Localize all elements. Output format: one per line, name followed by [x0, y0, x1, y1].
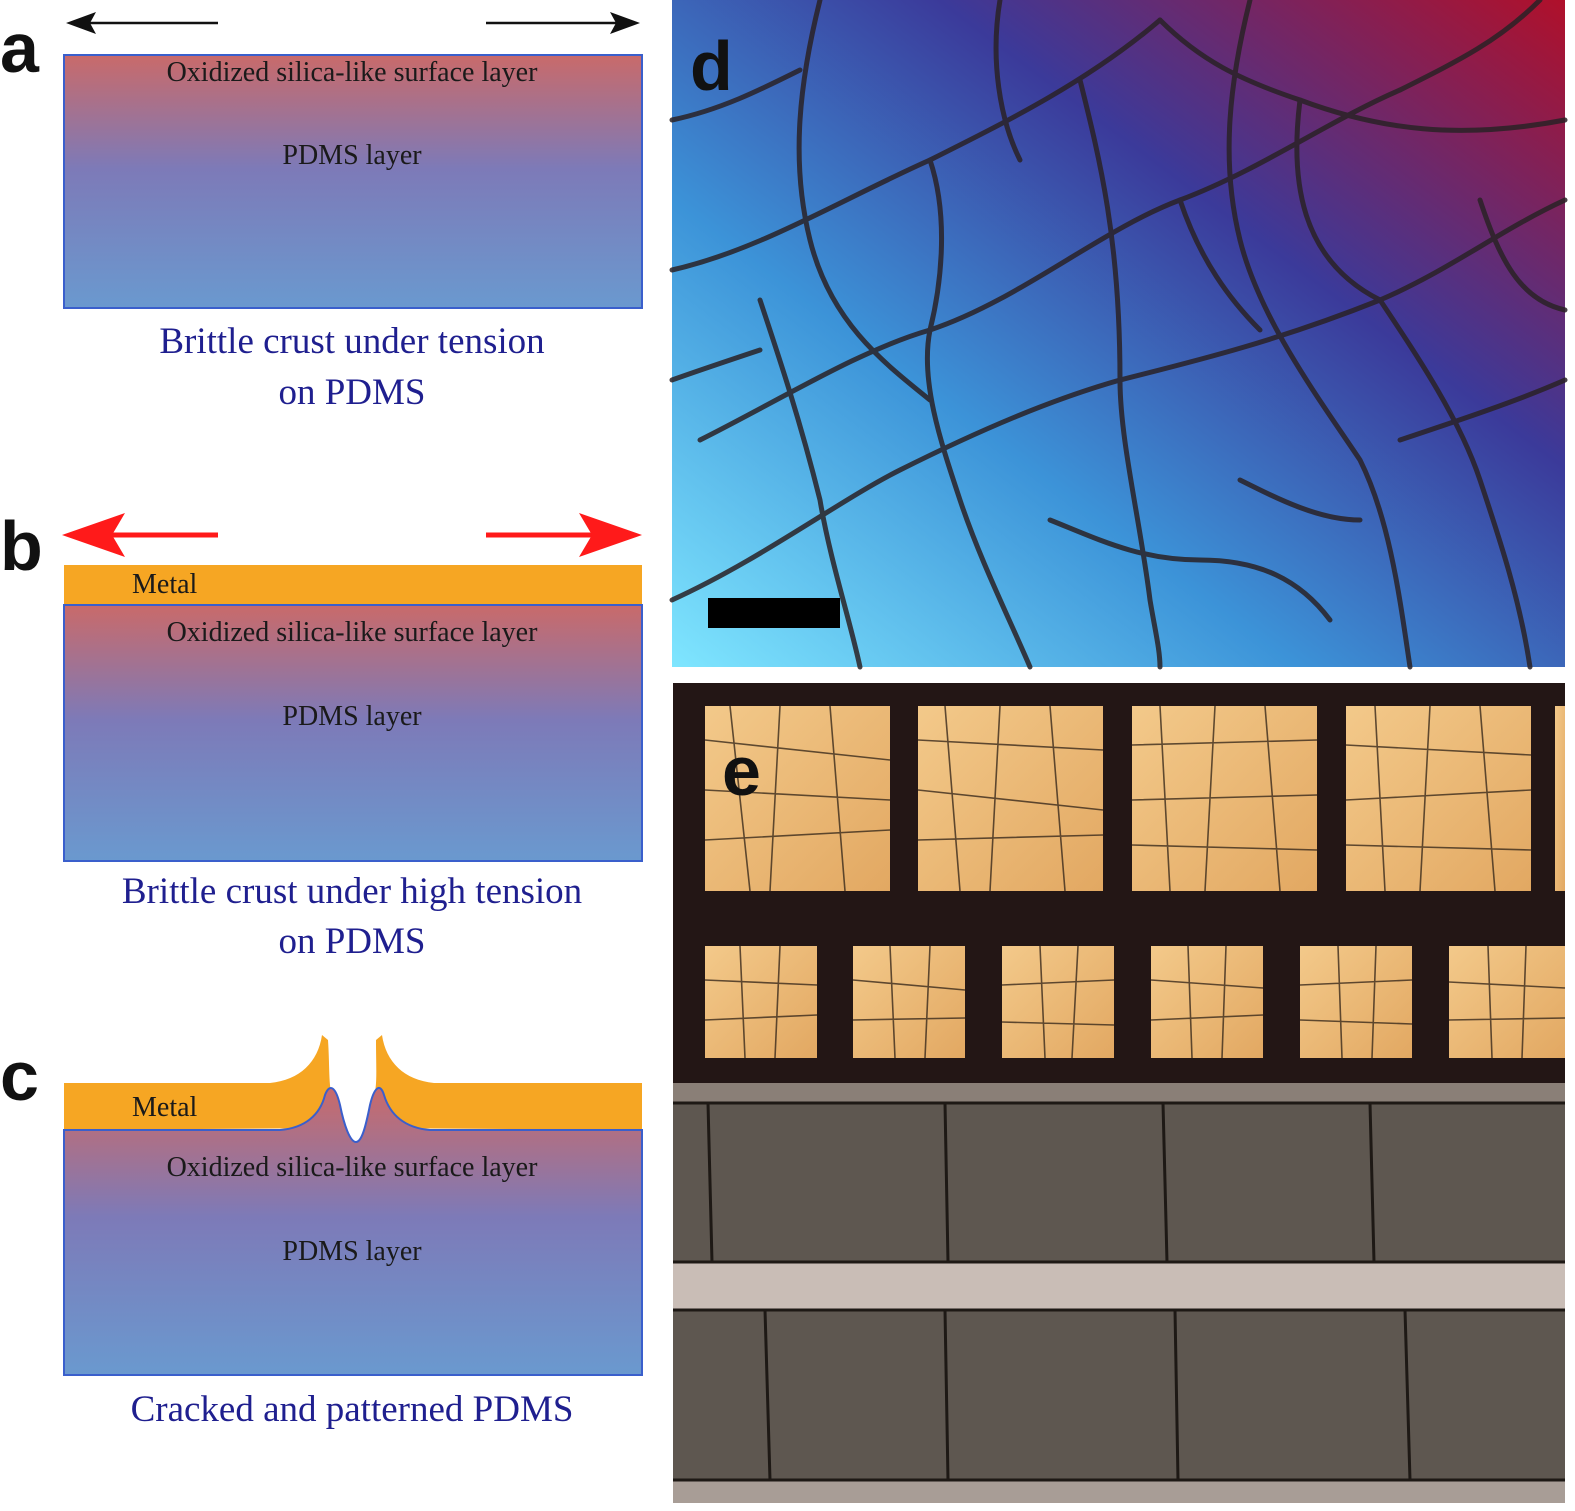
panel-e-micrograph: e [673, 683, 1566, 1503]
pdms-layer-label: PDMS layer [282, 140, 422, 171]
high-tension-arrow-left [62, 513, 218, 557]
pad [1300, 946, 1412, 1058]
pdms-block-cracked [63, 1086, 643, 1376]
caption-line-2: on PDMS [278, 372, 425, 413]
scale-bar [708, 598, 840, 628]
panel-b-letter: b [0, 507, 43, 585]
caption-line-1: Cracked and patterned PDMS [131, 1389, 574, 1430]
panel-a: a Oxidized silica-like surface layer PDM… [0, 9, 643, 413]
stripe [673, 1083, 1565, 1103]
surface-layer-label: Oxidized silica-like surface layer [167, 57, 538, 88]
pdms-layer-label: PDMS layer [282, 701, 422, 732]
tension-arrow-left [66, 12, 218, 34]
panel-b: b Metal Oxidized silica-like surface lay… [0, 507, 643, 962]
crack-network [669, 0, 1568, 670]
pad [1002, 946, 1114, 1058]
pdms-block [63, 54, 643, 309]
large-pads [705, 706, 1565, 891]
pad [1449, 946, 1565, 1058]
surface-layer-label: Oxidized silica-like surface layer [167, 1152, 538, 1183]
pad [705, 946, 817, 1058]
pad [1555, 706, 1565, 891]
panel-d-letter: d [690, 27, 733, 105]
pad [1151, 946, 1263, 1058]
pad [918, 706, 1103, 891]
pdms-layer-label: PDMS layer [282, 1236, 422, 1267]
panel-d-micrograph: d [669, 0, 1568, 670]
pdms-block [63, 604, 643, 862]
panel-c: c Metal Oxidized silica-like surface lay… [0, 1035, 643, 1430]
caption-line-1: Brittle crust under tension [159, 321, 544, 362]
stripe [673, 1480, 1565, 1503]
panel-c-letter: c [0, 1037, 39, 1115]
stripe [673, 1262, 1565, 1310]
panel-e-letter: e [722, 732, 761, 810]
pad-cracks [704, 705, 1566, 1059]
metal-layer [64, 565, 642, 605]
caption-line-1: Brittle crust under high tension [122, 871, 582, 912]
panel-a-letter: a [0, 9, 40, 87]
metal-layer-cracked [64, 1035, 642, 1130]
high-tension-arrow-right [486, 513, 642, 557]
metal-label: Metal [132, 1092, 198, 1123]
small-pads [705, 946, 1565, 1058]
tension-arrow-right [486, 12, 640, 34]
surface-layer-label: Oxidized silica-like surface layer [167, 617, 538, 648]
caption-line-2: on PDMS [278, 921, 425, 962]
metal-label: Metal [132, 569, 198, 600]
bottom-cracks [673, 1101, 1565, 1482]
pad [853, 946, 965, 1058]
